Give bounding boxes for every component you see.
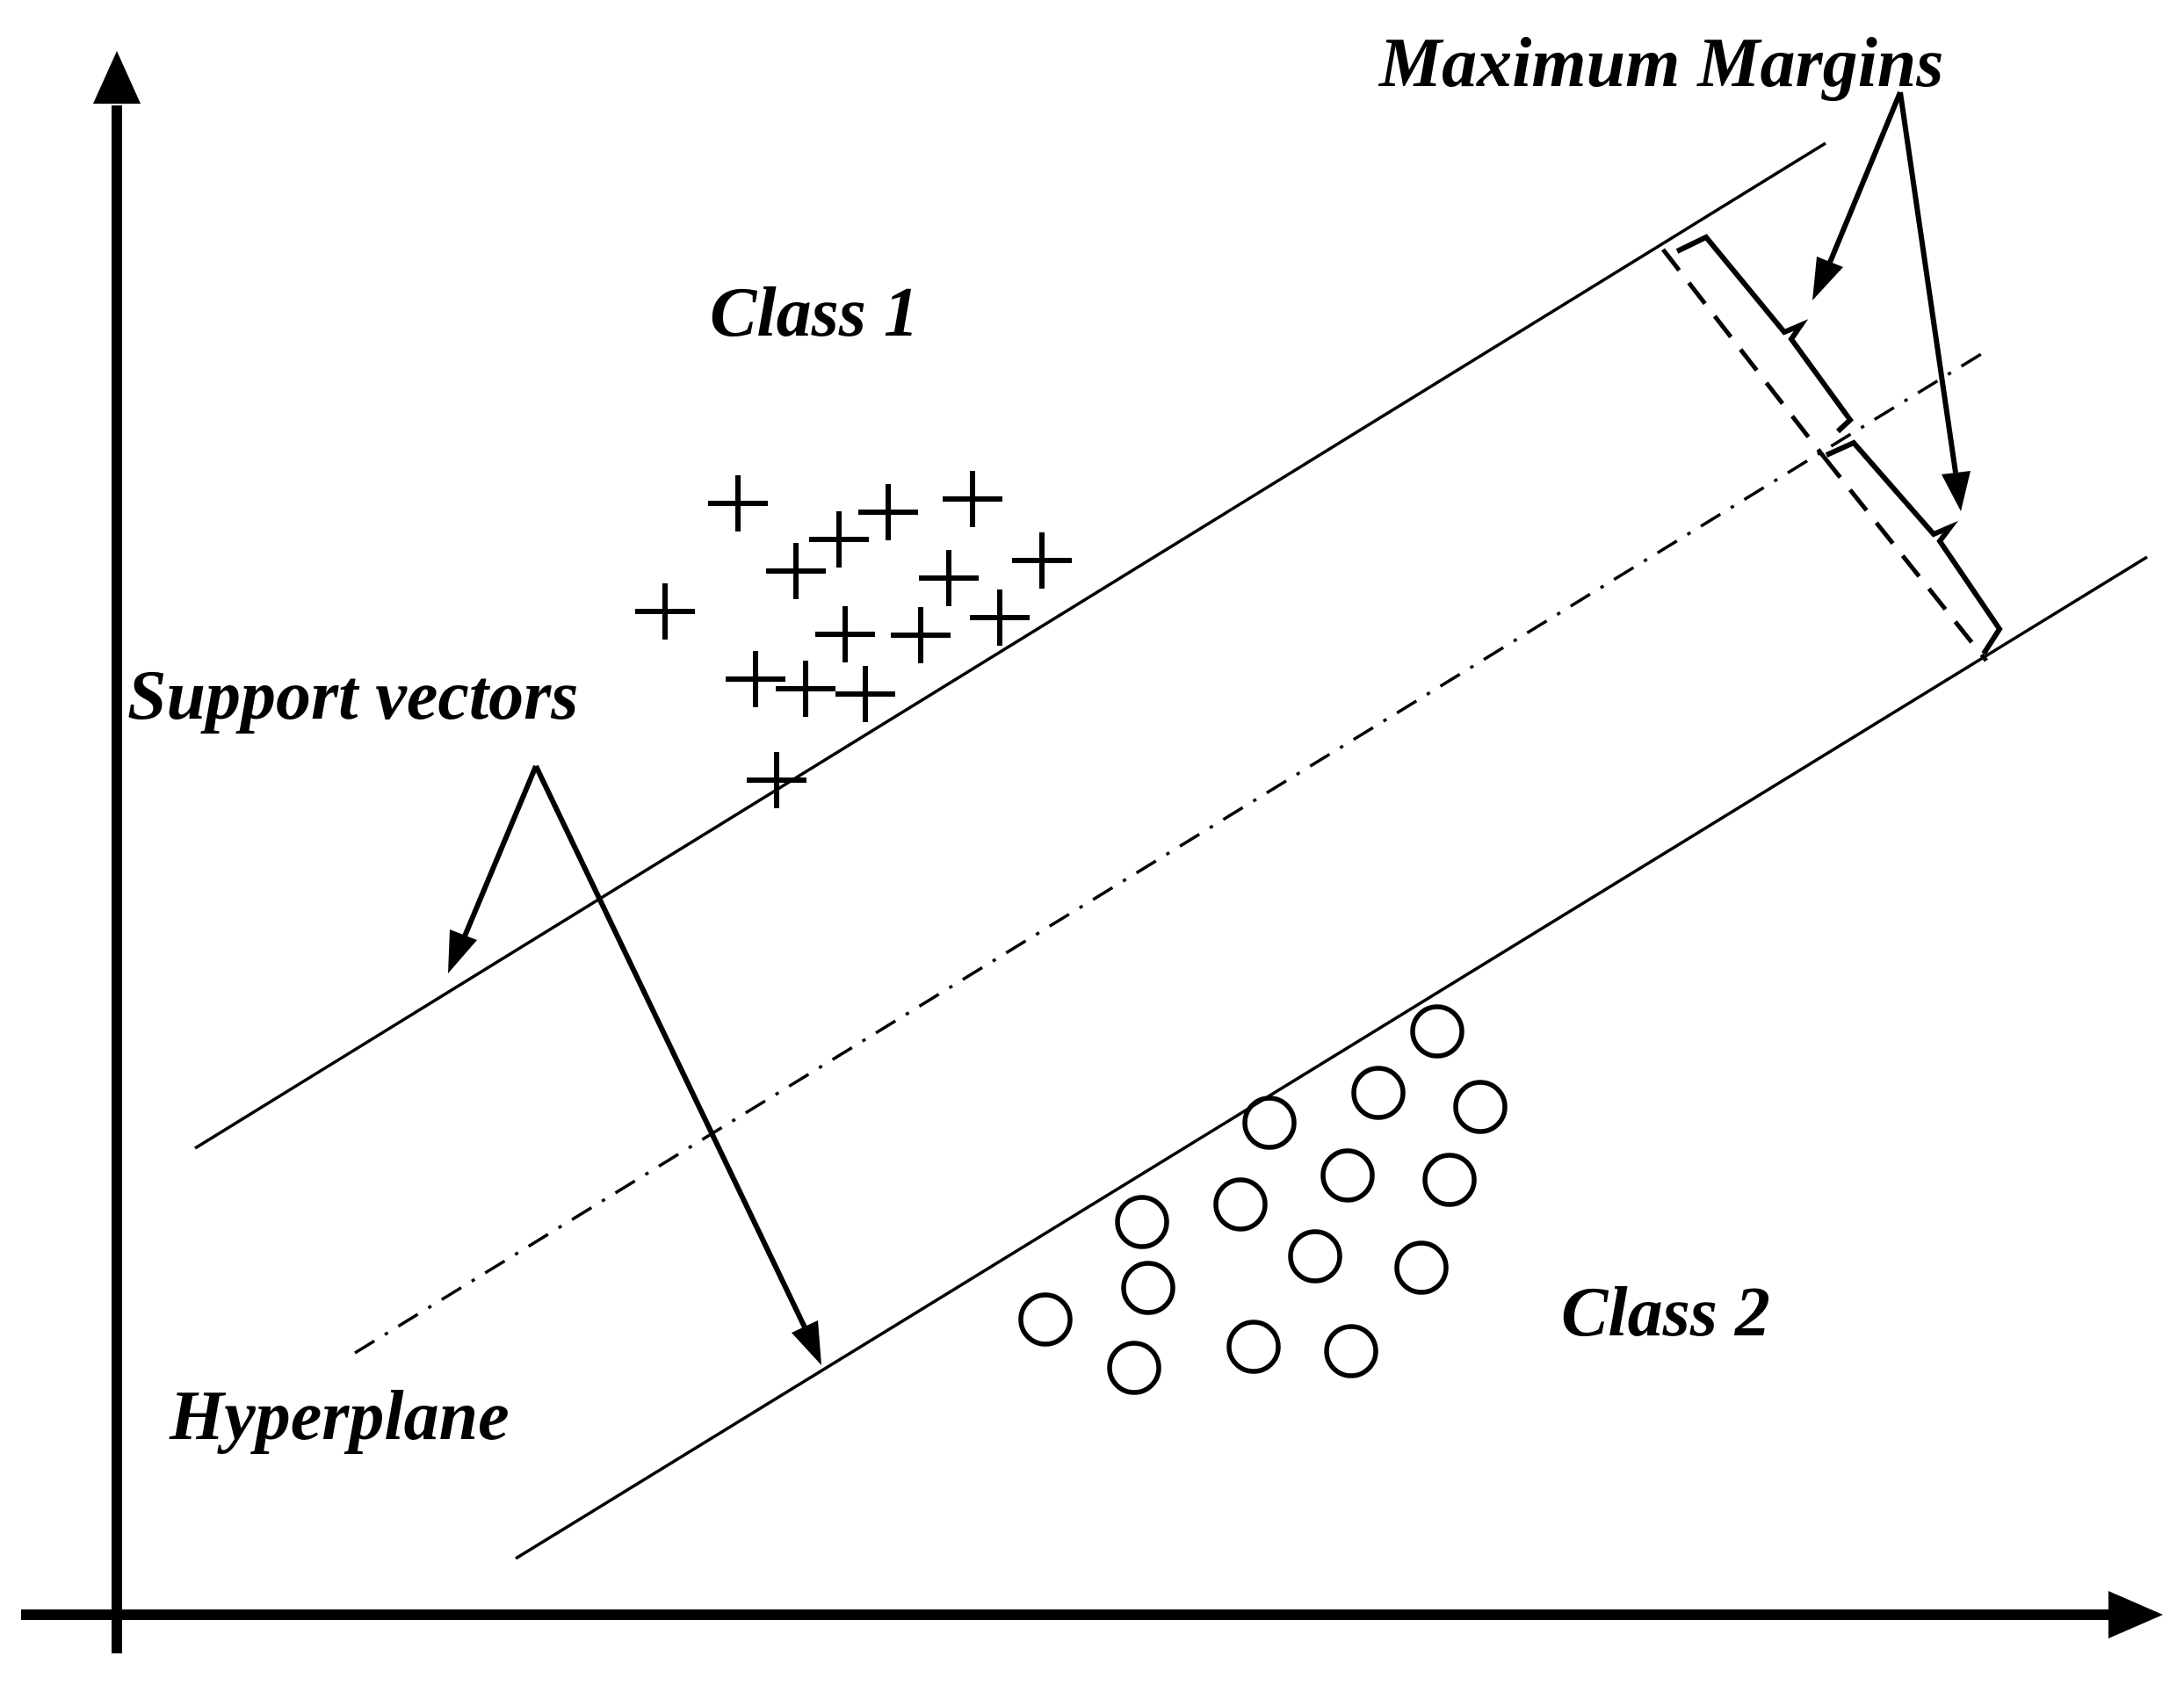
class-1-point <box>766 543 826 599</box>
class-2-point <box>1410 1004 1464 1059</box>
hyperplane-label: Hyperplane <box>169 1378 510 1455</box>
margin-braces <box>1675 234 2003 655</box>
class-1-point <box>726 651 785 707</box>
class-1-point <box>835 666 895 722</box>
class-1-point <box>747 752 806 808</box>
class-1-point <box>776 661 835 717</box>
class-1-points <box>635 471 1072 808</box>
class-1-point <box>815 606 875 662</box>
class-2-point <box>1121 1261 1175 1315</box>
margin-perpendiculars <box>1661 248 1988 662</box>
support-vectors-pointer-lower <box>533 764 808 1331</box>
lower-margin-line <box>515 555 2148 1560</box>
margin-perpendicular-upper <box>1661 248 1826 459</box>
class-1-point <box>919 550 979 606</box>
support-vectors-pointer-lower-arrowhead <box>792 1320 821 1365</box>
class-1-point <box>635 583 695 640</box>
class-2-point <box>1213 1177 1268 1232</box>
class-2-point <box>1351 1066 1406 1120</box>
class-2-point <box>1422 1153 1477 1207</box>
support-vectors-pointer-upper <box>461 764 539 940</box>
class-2-point <box>1394 1240 1449 1295</box>
class-1-point <box>943 471 1002 527</box>
support-vectors-pointers <box>448 764 821 1365</box>
support-vectors-label: Support vectors <box>127 657 578 734</box>
max-margins-pointer-2-arrowhead <box>1942 471 1971 511</box>
class-1-point <box>970 589 1030 646</box>
upper-margin-line <box>194 141 1826 1150</box>
class-1-label: Class 1 <box>710 274 919 351</box>
class-2-point <box>1320 1148 1375 1203</box>
class-2-label: Class 2 <box>1561 1274 1770 1351</box>
max-margins-pointers <box>1812 90 1971 511</box>
class-2-point <box>1324 1324 1378 1378</box>
class-2-point <box>1288 1229 1342 1284</box>
class-2-points <box>1018 1004 1508 1395</box>
class-2-point <box>1018 1292 1073 1347</box>
class-1-point <box>858 484 918 540</box>
class-2-point <box>1226 1320 1281 1374</box>
class-2-point <box>1107 1341 1161 1395</box>
class-2-point <box>1453 1080 1508 1134</box>
class-1-point <box>809 511 869 568</box>
x-axis-arrowhead <box>2108 1591 2163 1638</box>
class-1-point <box>708 475 768 532</box>
margin-perpendicular-lower <box>1822 455 1988 662</box>
axes <box>21 51 2163 1653</box>
class-1-point <box>891 607 951 663</box>
class-1-point <box>1012 532 1072 589</box>
max-margins-pointer-1 <box>1826 90 1903 266</box>
max-margins-pointer-2 <box>1898 91 1958 474</box>
class-2-point <box>1115 1195 1169 1249</box>
class-2-point <box>1242 1096 1297 1150</box>
support-vectors-pointer-upper-arrowhead <box>448 929 477 973</box>
max-margins-pointer-1-arrowhead <box>1812 257 1843 300</box>
y-axis-arrowhead <box>93 51 141 104</box>
lower-margin-brace <box>1825 439 2003 655</box>
upper-margin-brace <box>1675 234 1854 434</box>
hyperplane-line <box>354 350 1986 1355</box>
maximum-margins-label: Maximum Margins <box>1378 25 1943 102</box>
